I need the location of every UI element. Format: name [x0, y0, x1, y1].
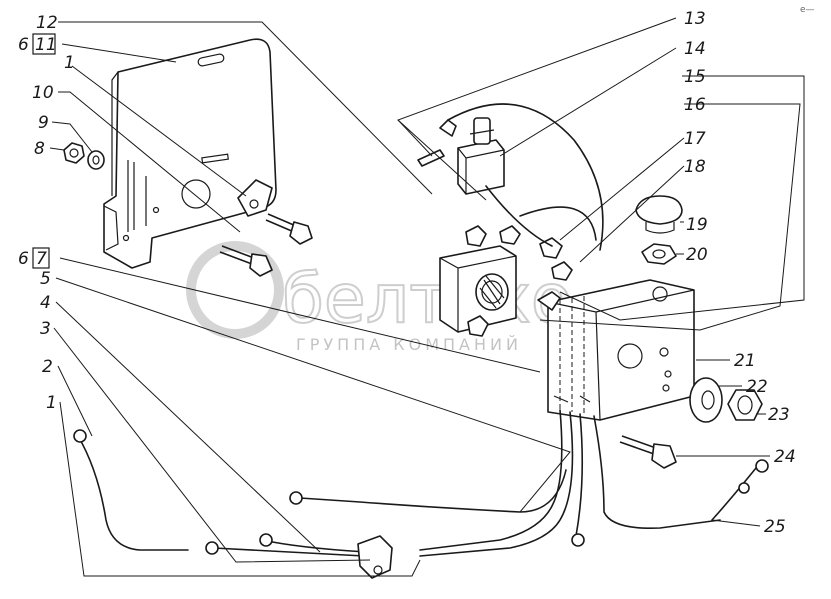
callout-25: 25: [764, 517, 786, 537]
watermark-logo-ring: [186, 241, 284, 339]
callout-14: 14: [684, 39, 706, 59]
callout-6-11-box: [32, 33, 56, 55]
callout-6-7-prefix: 6: [18, 249, 29, 269]
bolt-lower-left: [219, 245, 273, 277]
leader-lines: [49, 17, 805, 577]
callout-6-11-boxed: 11: [35, 35, 57, 55]
callout-6-7: 6 7: [18, 247, 50, 269]
watermark-brand-text: белтехо: [282, 260, 573, 339]
bracket-clamp-part-1: [237, 179, 273, 217]
callout-6-11: 6 11: [18, 33, 57, 55]
callout-1-top: 1: [64, 53, 75, 73]
callout-16: 16: [684, 95, 706, 115]
watermark-subtitle: ГРУППА КОМПАНИЙ: [296, 335, 522, 354]
bolt-part-10: [265, 213, 313, 245]
pressure-switch-part-14: [417, 117, 505, 195]
callout-18: 18: [684, 157, 706, 177]
corner-mark: e—: [800, 5, 815, 15]
nut-part-23: [727, 389, 763, 421]
callout-3: 3: [40, 319, 51, 339]
callout-9: 9: [38, 113, 49, 133]
watermark: белтехо ГРУППА КОМПАНИЙ: [186, 241, 574, 354]
bolt-part-24: [619, 435, 677, 469]
terminal-panel-bracket: [537, 279, 695, 421]
harness-clamp: [357, 535, 393, 579]
callout-1-bottom: 1: [46, 393, 57, 413]
callout-15: 15: [684, 67, 706, 87]
callout-10: 10: [32, 83, 54, 103]
callout-labels: 12 6 11 1 10 9 8 13 14 15 16 17 18 19 20…: [18, 9, 796, 537]
callout-6-11-prefix: 6: [18, 35, 29, 55]
callout-20: 20: [686, 245, 708, 265]
callout-21: 21: [734, 351, 756, 371]
callout-19: 19: [686, 215, 708, 235]
washer-part-9: [87, 150, 105, 170]
callout-4: 4: [40, 293, 51, 313]
callout-8: 8: [34, 139, 45, 159]
callout-13: 13: [684, 9, 706, 29]
washer-part-22: [689, 377, 723, 423]
terminal-clip-part-18: [551, 261, 573, 281]
callout-6-7-box: [32, 247, 50, 269]
callout-24: 24: [774, 447, 796, 467]
callout-17: 17: [684, 129, 706, 149]
callout-5: 5: [40, 269, 51, 289]
callout-12: 12: [36, 13, 58, 33]
rubber-cap-part-19: [635, 195, 683, 234]
nut-part-20: [641, 243, 677, 265]
nut-part-8: [63, 142, 85, 164]
callout-2: 2: [42, 357, 53, 377]
callout-6-7-boxed: 7: [36, 249, 47, 269]
relay-block: [439, 225, 521, 337]
wire-harness: [77, 103, 757, 557]
callout-22: 22: [746, 377, 768, 397]
callout-23: 23: [768, 405, 790, 425]
wire-terminals: [73, 429, 769, 555]
